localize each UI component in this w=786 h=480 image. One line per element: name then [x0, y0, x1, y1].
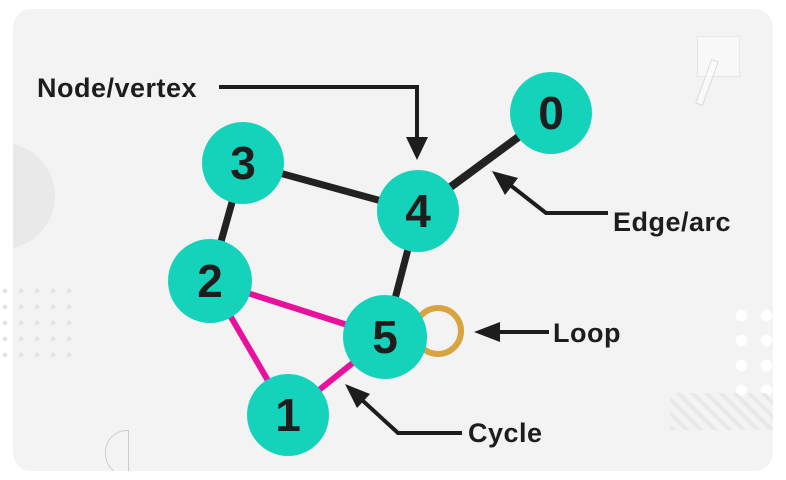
node-1-label: 1 — [275, 389, 301, 441]
node-2: 2 — [168, 239, 252, 323]
node-5: 5 — [343, 295, 427, 379]
label-loop: Loop — [553, 318, 621, 348]
node-5-circle — [343, 295, 427, 379]
node-3: 3 — [202, 122, 284, 204]
node-4: 4 — [377, 170, 459, 252]
node-1-circle — [247, 374, 329, 456]
arrowhead-node-vertex-icon — [406, 137, 428, 160]
node-3-circle — [202, 122, 284, 204]
decor-stripes — [670, 393, 773, 430]
decor-dots-left — [0, 283, 77, 363]
leader-edge-arc — [503, 179, 608, 215]
decor-dots-right — [729, 303, 773, 404]
node-3-label: 3 — [230, 137, 256, 189]
leader-node-vertex — [219, 85, 419, 147]
arrowhead-cycle-icon — [345, 384, 370, 408]
node-0-circle — [510, 72, 592, 154]
leader-cycle — [360, 398, 462, 435]
decor-square — [697, 36, 740, 77]
node-4-circle — [377, 170, 459, 252]
label-node-vertex: Node/vertex — [37, 73, 197, 103]
node-0: 0 — [510, 72, 592, 154]
label-cycle: Cycle — [468, 418, 543, 448]
arrowhead-edge-arc-icon — [492, 171, 518, 195]
node-1: 1 — [247, 374, 329, 456]
node-4-label: 4 — [405, 185, 431, 237]
node-2-circle — [168, 239, 252, 323]
node-2-label: 2 — [197, 255, 223, 307]
node-0-label: 0 — [538, 87, 564, 139]
node-5-label: 5 — [372, 311, 398, 363]
label-edge-arc: Edge/arc — [613, 207, 731, 237]
arrowhead-loop-icon — [474, 322, 500, 342]
